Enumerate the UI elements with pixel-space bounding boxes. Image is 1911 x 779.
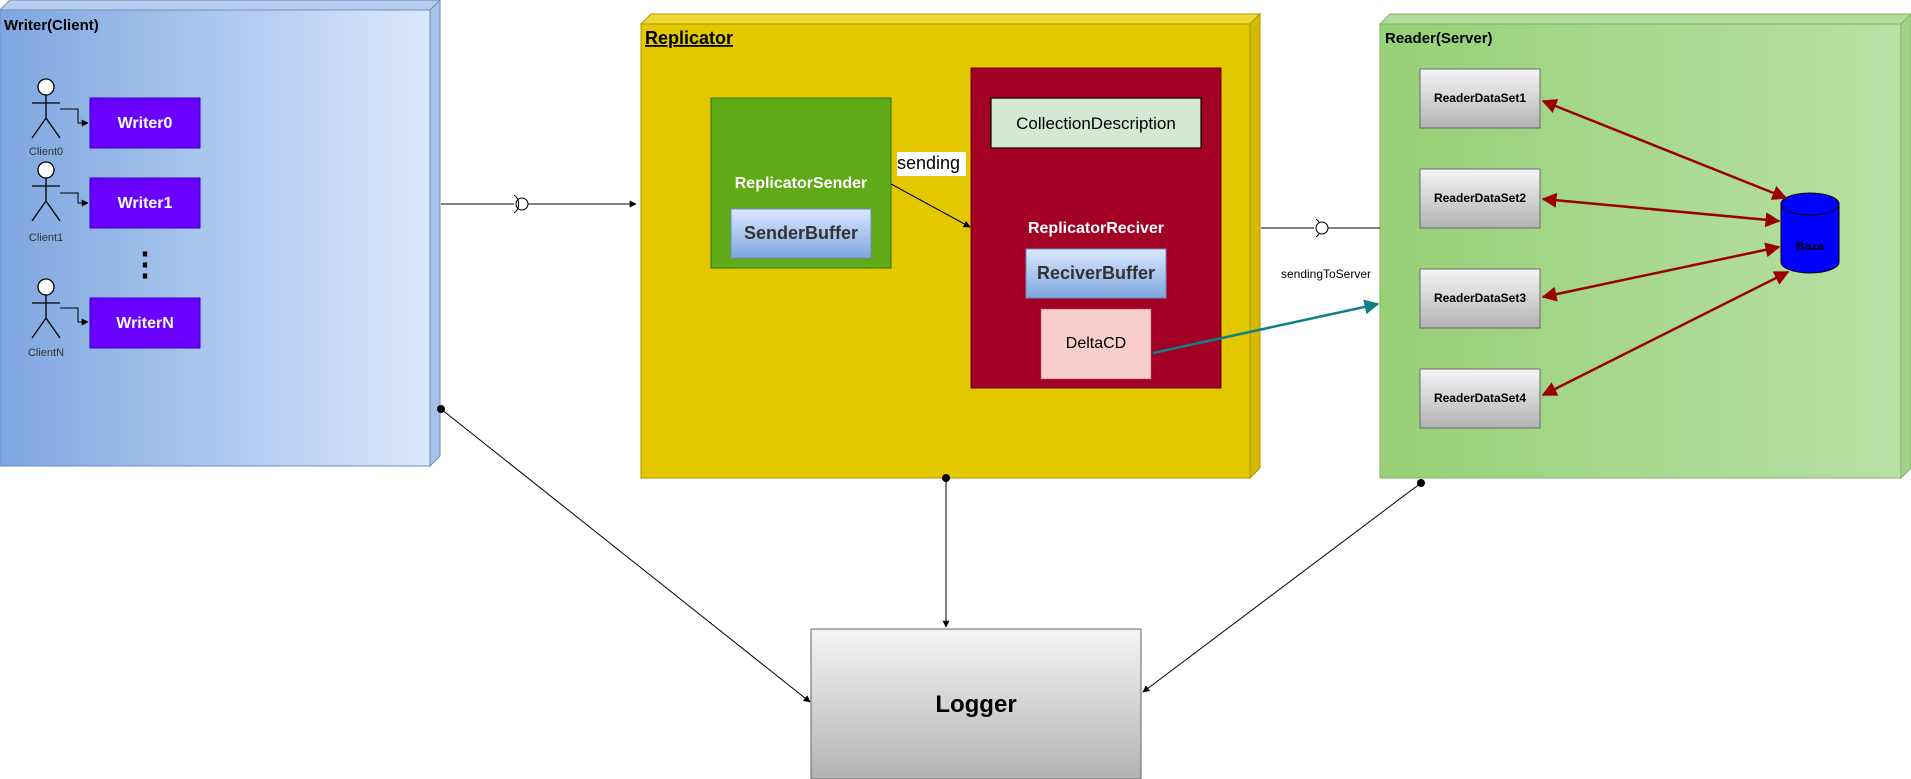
collection-description-label: CollectionDescription bbox=[1016, 114, 1176, 133]
dataset-4-db-arrow bbox=[1541, 270, 1790, 397]
writer-to-logger-arrow bbox=[440, 408, 811, 703]
writer-box[interactable] bbox=[89, 297, 201, 349]
writer-box-label: Writer1 bbox=[118, 195, 173, 212]
dataset-2-db-arrow bbox=[1541, 192, 1781, 228]
dataset-1-db-arrow bbox=[1541, 99, 1788, 200]
reader-dataset-2[interactable]: ReaderDataSet2 bbox=[1419, 168, 1541, 229]
sending-label-bg bbox=[897, 152, 966, 176]
database-label: Baza bbox=[1796, 239, 1824, 253]
sender-to-receiver-arrow bbox=[890, 183, 971, 228]
client-label: Client0 bbox=[29, 146, 63, 158]
sender-buffer[interactable] bbox=[730, 208, 872, 259]
replicator-receiver-title: ReplicatorReciver bbox=[1028, 220, 1164, 237]
database-icon[interactable]: Baza bbox=[1780, 192, 1840, 274]
sending-label: sending bbox=[897, 153, 960, 173]
client-to-writer-connector bbox=[60, 108, 89, 127]
receiver-buffer-label: ReciverBuffer bbox=[1037, 263, 1155, 283]
writer-box[interactable] bbox=[89, 177, 201, 229]
sender-buffer-label: SenderBuffer bbox=[744, 223, 858, 243]
writer-box-label: Writer0 bbox=[118, 115, 173, 132]
reader-dataset-4[interactable]: ReaderDataSet4 bbox=[1419, 368, 1541, 429]
replicator-receiver[interactable]: CollectionDescription ReplicatorReciver … bbox=[970, 67, 1222, 389]
actor-icon bbox=[31, 78, 61, 139]
clients-ellipsis: ⋮ bbox=[129, 246, 161, 282]
reader-dataset-label: ReaderDataSet1 bbox=[1434, 91, 1526, 105]
client-to-writer-connector bbox=[60, 307, 89, 326]
reader-dataset-3[interactable]: ReaderDataSet3 bbox=[1419, 268, 1541, 329]
replicator-sender[interactable]: ReplicatorSender SenderBuffer bbox=[710, 97, 892, 269]
replicator-sender-title: ReplicatorSender bbox=[735, 175, 867, 192]
reader-dataset-1[interactable]: ReaderDataSet1 bbox=[1419, 68, 1541, 129]
reader-to-logger-arrow bbox=[1142, 482, 1422, 693]
receiver-buffer[interactable] bbox=[1025, 248, 1167, 299]
client-0: Client0 Writer0 bbox=[29, 78, 201, 158]
actor-icon bbox=[31, 278, 61, 339]
delta-cd[interactable] bbox=[1040, 308, 1152, 380]
writer-node: Writer(Client) bbox=[0, 0, 441, 468]
client-label: ClientN bbox=[28, 347, 64, 359]
logger-node[interactable]: Logger bbox=[810, 628, 1142, 779]
delta-cd-label: DeltaCD bbox=[1066, 335, 1126, 352]
delta-to-server-arrow bbox=[1152, 299, 1380, 355]
writer-box[interactable] bbox=[89, 97, 201, 149]
reader-dataset-label: ReaderDataSet2 bbox=[1434, 191, 1526, 205]
writer-replicator-interface bbox=[441, 194, 637, 214]
writer-box-label: WriterN bbox=[116, 315, 174, 332]
collection-description[interactable] bbox=[990, 97, 1202, 149]
writer-title: Writer(Client) bbox=[4, 17, 99, 34]
actor-icon bbox=[31, 161, 61, 222]
client-to-writer-connector bbox=[60, 192, 89, 207]
sending-to-server-label: sendingToServer bbox=[1281, 267, 1371, 281]
replicator-reader-interface bbox=[1261, 218, 1380, 238]
reader-dataset-label: ReaderDataSet3 bbox=[1434, 291, 1526, 305]
reader-title: Reader(Server) bbox=[1385, 30, 1493, 47]
client-n: ClientN WriterN bbox=[28, 278, 201, 359]
client-1: Client1 Writer1 bbox=[29, 161, 201, 244]
client-label: Client1 bbox=[29, 232, 63, 244]
logger-title: Logger bbox=[935, 691, 1016, 718]
replicator-title: Replicator bbox=[645, 28, 733, 48]
reader-dataset-label: ReaderDataSet4 bbox=[1434, 391, 1526, 405]
